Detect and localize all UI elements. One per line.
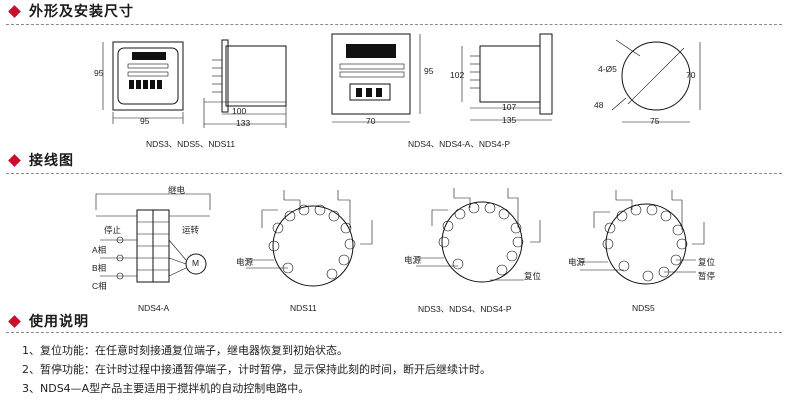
section-header-dimensions: 外形及安装尺寸 xyxy=(6,0,134,22)
wiring-diagrams xyxy=(95,188,705,287)
dim-label: 75 xyxy=(650,116,660,126)
usage-note: 3、NDS4—A型产品主要适用于搅拌机的自动控制电路中。 xyxy=(22,382,310,395)
side-view-nds3 xyxy=(203,39,287,128)
panel-cutout xyxy=(611,39,701,123)
wiring-nds4a xyxy=(95,193,211,283)
caption-nds5: NDS5 xyxy=(632,303,655,313)
dim-label: 100 xyxy=(232,106,247,116)
label-reset: 复位 xyxy=(524,271,542,281)
section-title: 外形及安装尺寸 xyxy=(29,4,134,20)
section-title: 接线图 xyxy=(29,153,74,169)
caption-nds4a: NDS4-A xyxy=(138,303,170,313)
dim-label: 102 xyxy=(450,70,465,80)
label-relay: 继电 xyxy=(168,185,186,195)
red-diamond-icon xyxy=(8,314,21,328)
caption-nds11: NDS11 xyxy=(290,303,317,313)
label-reset: 复位 xyxy=(698,257,716,267)
section-title: 使用说明 xyxy=(29,314,89,330)
front-view-nds3 xyxy=(102,41,184,124)
wiring-nds11 xyxy=(246,190,373,287)
red-diamond-icon xyxy=(8,4,21,18)
front-view-nds4 xyxy=(331,33,421,123)
label-power: 电源 xyxy=(404,255,422,265)
dashed-divider xyxy=(6,24,782,25)
side-view-nds4 xyxy=(461,33,553,121)
section-header-usage: 使用说明 xyxy=(6,310,89,332)
dim-label: 95 xyxy=(424,66,434,76)
label-motor: M xyxy=(192,258,200,268)
label-c-line: C相 xyxy=(92,281,107,291)
label-a-line: A相 xyxy=(92,245,107,255)
wiring-nds3-nds4 xyxy=(416,188,541,283)
caption-nds3-nds4: NDS3、NDS4、NDS4-P xyxy=(418,304,512,314)
dashed-divider xyxy=(6,173,782,174)
label-b-line: B相 xyxy=(92,263,107,273)
usage-note: 2、暂停功能：在计时过程中接通暂停端子，计时暂停，显示保持此刻的时间，断开后继续… xyxy=(22,363,491,376)
dim-label: 95 xyxy=(94,68,104,78)
dim-label: 135 xyxy=(502,115,517,125)
red-diamond-icon xyxy=(8,153,21,167)
dim-label: 107 xyxy=(502,102,517,112)
wiring-nds5 xyxy=(580,190,705,285)
dim-label: 133 xyxy=(236,118,251,128)
dim-label: 70 xyxy=(686,70,696,80)
section-header-wiring: 接线图 xyxy=(6,149,74,171)
usage-note: 1、复位功能：在任意时刻接通复位端子，继电器恢复到初始状态。 xyxy=(22,344,348,357)
dashed-divider xyxy=(6,332,782,333)
dim-label: 48 xyxy=(594,100,604,110)
label-pause: 暂停 xyxy=(698,271,716,281)
dim-label: 95 xyxy=(140,116,150,126)
label-power: 电源 xyxy=(568,257,586,267)
label-run: 运转 xyxy=(182,225,200,235)
caption-nds4-dims: NDS4、NDS4-A、NDS4-P xyxy=(408,139,511,149)
label-stop: 停止 xyxy=(104,225,122,235)
dim-label: 4-Ø5 xyxy=(598,64,617,74)
label-power: 电源 xyxy=(236,257,254,267)
dim-label: 70 xyxy=(366,116,376,126)
dimension-drawings xyxy=(102,33,701,128)
caption-nds3-dims: NDS3、NDS5、NDS11 xyxy=(146,139,236,149)
